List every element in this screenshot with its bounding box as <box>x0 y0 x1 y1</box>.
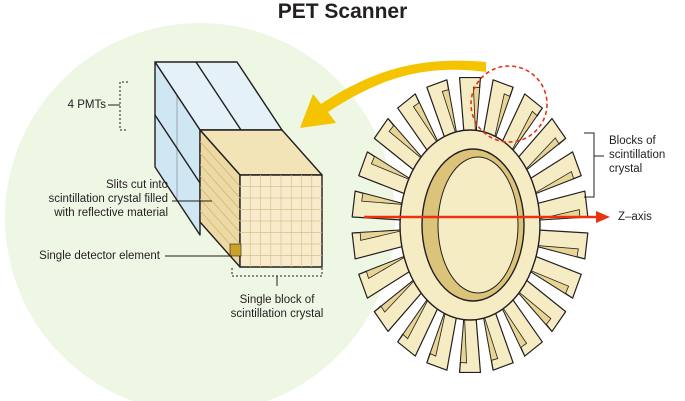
blocks-label-line: Blocks of <box>609 135 656 147</box>
z-axis-arrow <box>364 211 610 223</box>
detector-ring-block-side <box>441 79 458 139</box>
label-leaders <box>108 81 323 286</box>
detector-ring-block-side <box>514 287 553 332</box>
z-axis-arrowhead <box>596 211 610 223</box>
detector-ring-block-side <box>499 302 528 357</box>
single-detector-element <box>229 243 242 257</box>
pmts-bracket <box>119 81 128 131</box>
blocks-label: Blocks of scintillation crystal <box>609 134 665 176</box>
slits-label: Slits cut into scintillation crystal fil… <box>8 178 168 220</box>
detector-ring-block-side <box>397 294 432 343</box>
detector-ring-block-side <box>367 151 415 182</box>
z-axis-label: Z–axis <box>618 211 652 223</box>
blocks-label-line: scintillation <box>609 149 666 161</box>
detector-ring-block-side <box>530 170 582 197</box>
slits-label-line: scintillation crystal filled <box>48 193 168 205</box>
single-block-label-line: scintillation crystal <box>230 308 324 320</box>
detector-ring-block-side <box>355 190 408 206</box>
detector-ring-block-side <box>358 253 410 280</box>
detector-ring <box>399 129 541 321</box>
ring-bore-back <box>437 156 519 294</box>
detector-ring-block-side <box>521 137 566 174</box>
detector-ring-block-side <box>459 312 468 373</box>
pmt-divider <box>154 114 201 184</box>
zoom-arrow <box>300 60 486 129</box>
crystal-slit-line <box>199 164 241 210</box>
crystal-grid <box>199 141 322 267</box>
slits-label-line: Slits cut into <box>106 179 168 191</box>
crystal-slit-line <box>199 198 241 245</box>
blocks-label-line: crystal <box>609 163 643 175</box>
page-title: PET Scanner <box>277 0 408 23</box>
detector-ring-block-side <box>508 107 543 156</box>
detector-ring-block <box>531 229 589 260</box>
crystal-slit-line <box>199 175 241 222</box>
detector-ring-block-side <box>412 93 441 148</box>
crystal-slit-line <box>199 141 241 187</box>
blocks-bracket-line <box>584 132 595 198</box>
detector-ring-block-side <box>532 244 585 260</box>
crystal-slit-line <box>199 187 241 233</box>
slits-label-line: with reflective material <box>54 207 168 219</box>
highlight-circle <box>470 65 548 143</box>
single-element-label: Single detector element <box>39 250 160 262</box>
crystal-slit-line <box>199 152 241 199</box>
single-block-label: Single block of scintillation crystal <box>207 293 347 321</box>
pmt-divider <box>195 61 242 131</box>
detector-ring-block-side <box>374 276 419 313</box>
detector-ring-block-side <box>426 306 448 363</box>
detector-ring-block-side <box>352 229 407 241</box>
single-block-label-line: Single block of <box>239 294 315 306</box>
detector-ring-block-side <box>492 87 514 144</box>
detector-ring-blocks <box>351 76 589 374</box>
detector-ring-block-side <box>387 118 426 163</box>
blocks-bracket <box>584 132 604 198</box>
detector-ring-block-side <box>482 311 499 371</box>
detector-ring-block-side <box>525 268 573 299</box>
pmts-label: 4 PMTs <box>67 99 106 111</box>
